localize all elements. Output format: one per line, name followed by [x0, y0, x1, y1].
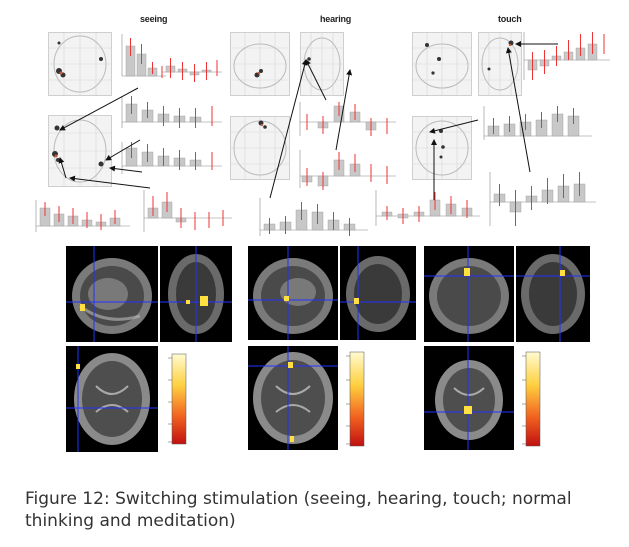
mri-touch-axial	[424, 346, 514, 450]
mri-seeing-axial	[66, 346, 158, 452]
bar-plot-t1	[520, 30, 610, 86]
glass-brain-top	[48, 32, 112, 96]
glass-brain-side-t	[412, 32, 472, 96]
mri-hearing-axial	[248, 346, 338, 450]
panel-title-seeing: seeing	[140, 14, 168, 24]
glass-brain-side-h	[230, 32, 290, 96]
mri-seeing-coronal	[160, 246, 232, 342]
mri-seeing-sagittal	[66, 246, 158, 342]
bar-plot-h1	[296, 100, 396, 142]
colorbar-hearing	[342, 350, 368, 450]
bar-plot-2	[162, 52, 222, 84]
bar-plot-t3	[486, 170, 596, 230]
mri-touch-coronal	[516, 246, 590, 342]
mri-hearing-coronal	[340, 246, 416, 340]
glass-brain-side	[88, 32, 110, 94]
bar-plot-6	[140, 188, 232, 238]
glass-brain-top-2	[48, 115, 112, 187]
glass-brain-front-h	[300, 32, 344, 96]
glass-brain-top-t	[412, 116, 472, 180]
bar-plot-3	[118, 94, 222, 134]
colorbar-seeing	[164, 352, 190, 448]
mri-hearing-sagittal	[248, 246, 338, 340]
panel-title-touch: touch	[498, 14, 522, 24]
bar-plot-5	[32, 198, 130, 238]
bar-plot-4	[118, 140, 222, 180]
mri-touch-sagittal	[424, 246, 514, 342]
bar-plot-h4	[372, 188, 480, 230]
bar-plot-h3	[256, 196, 368, 240]
figure-caption: Figure 12: Switching stimulation (seeing…	[25, 489, 572, 531]
glass-brain-front-t	[478, 32, 522, 96]
panel-title-hearing: hearing	[320, 14, 352, 24]
bar-plot-t2	[480, 104, 592, 144]
colorbar-touch	[518, 350, 544, 450]
glass-brain-top-h	[230, 116, 290, 180]
bar-plot-1	[118, 32, 166, 84]
